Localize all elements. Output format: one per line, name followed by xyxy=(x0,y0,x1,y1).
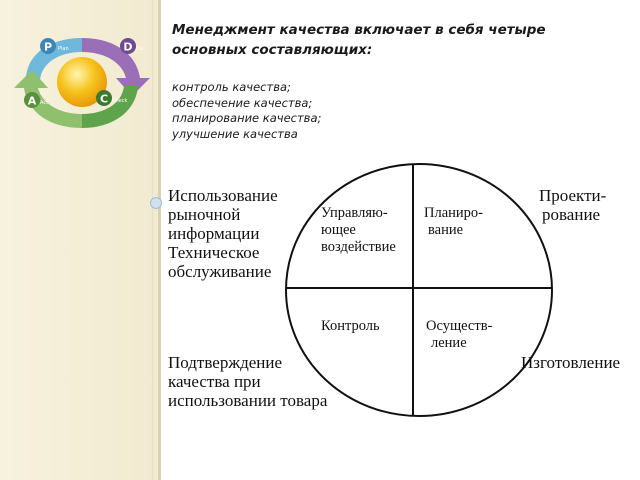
component-item: обеспечение качества; xyxy=(172,95,313,110)
quadrant-control: Контроль xyxy=(321,318,380,334)
components-list: контроль качества; обеспечение качества;… xyxy=(172,80,321,142)
side-divider-thin xyxy=(152,0,153,480)
quality-circle xyxy=(285,163,553,417)
side-divider xyxy=(158,0,161,480)
heading-line-1: Менеджмент качества включает в себя четы… xyxy=(172,22,546,38)
pdca-do-label: Do xyxy=(136,46,143,52)
quadrant-management-influence: Управляю- ющее воздействие xyxy=(321,205,396,255)
bullet-dot xyxy=(150,197,162,209)
pdca-plan-arrow xyxy=(26,38,82,80)
component-item: планирование качества; xyxy=(172,111,322,125)
pdca-act-letter: A xyxy=(28,95,37,108)
pdca-plan-letter: P xyxy=(44,41,52,54)
quadrant-implementation: Осуществ- ление xyxy=(426,318,493,351)
component-item: улучшение качества xyxy=(172,126,298,141)
pdca-act-label: Act xyxy=(40,100,48,106)
outer-label-manufacturing: Изготовление xyxy=(521,353,621,372)
pdca-plan-label: Plan xyxy=(58,46,69,52)
outer-label-confirmation: Подтверждение качества при использовании… xyxy=(168,353,328,410)
pdca-check-label: Check xyxy=(112,98,127,104)
heading-line-2: основных составляющих: xyxy=(172,42,373,58)
page-heading: Менеджмент качества включает в себя четы… xyxy=(172,20,612,60)
outer-label-market-info: Использование рыночной информации Технич… xyxy=(168,186,278,281)
pdca-check-arrow xyxy=(82,86,138,128)
pdca-sun xyxy=(57,57,107,107)
pdca-do-arrow xyxy=(82,38,150,96)
pdca-check-letter: C xyxy=(100,93,108,106)
pdca-do-letter: D xyxy=(123,41,132,54)
quality-circle-diagram xyxy=(285,163,553,417)
pdca-act-arrow xyxy=(14,70,82,128)
component-item: контроль качества; xyxy=(172,80,291,94)
outer-label-design: Проекти- рование xyxy=(539,186,607,224)
quadrant-planning: Планиро- вание xyxy=(424,205,483,238)
pdca-cycle-graphic: P Plan D Do C Check A Act xyxy=(14,38,150,128)
